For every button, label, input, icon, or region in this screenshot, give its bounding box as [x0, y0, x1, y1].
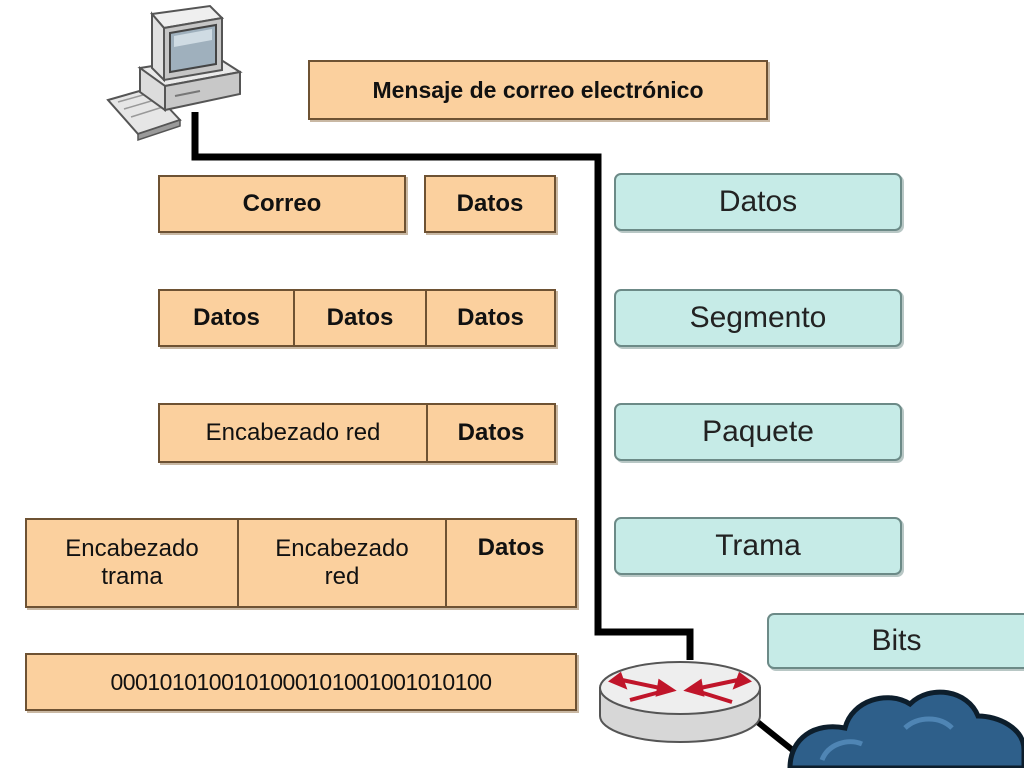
network-header: Encabezado red: [205, 419, 381, 447]
email-message-box: Mensaje de correo electrónico: [308, 60, 768, 120]
network-cloud-icon: [787, 689, 1024, 768]
mail-header-box: Correo: [158, 175, 406, 233]
computer-icon: [106, 4, 243, 142]
layer-label-data: Datos: [614, 173, 902, 231]
packet-box: Encabezado red Datos: [158, 403, 556, 463]
layer-label-bits: Bits: [767, 613, 1024, 669]
frame-data: Datos: [445, 520, 575, 606]
packet-data: Datos: [426, 405, 554, 461]
frame-header: Encabezado trama: [65, 535, 199, 590]
bits-box: 0001010100101000101001001010100: [25, 653, 577, 711]
segmented-data-box: Datos Datos Datos: [158, 289, 556, 347]
frame-box: Encabezado trama Encabezado red Datos: [25, 518, 577, 608]
layer-label-segment: Segmento: [614, 289, 902, 347]
layer-label-frame: Trama: [614, 517, 902, 575]
data-segment-2: Datos: [293, 291, 425, 345]
router-icon: [599, 661, 761, 743]
data-segment-3: Datos: [425, 291, 554, 345]
layer-label-packet: Paquete: [614, 403, 902, 461]
data-segment-1: Datos: [193, 304, 260, 332]
mail-data-box: Datos: [424, 175, 556, 233]
frame-network-header: Encabezado red: [237, 520, 445, 606]
network-cable: [191, 112, 694, 660]
